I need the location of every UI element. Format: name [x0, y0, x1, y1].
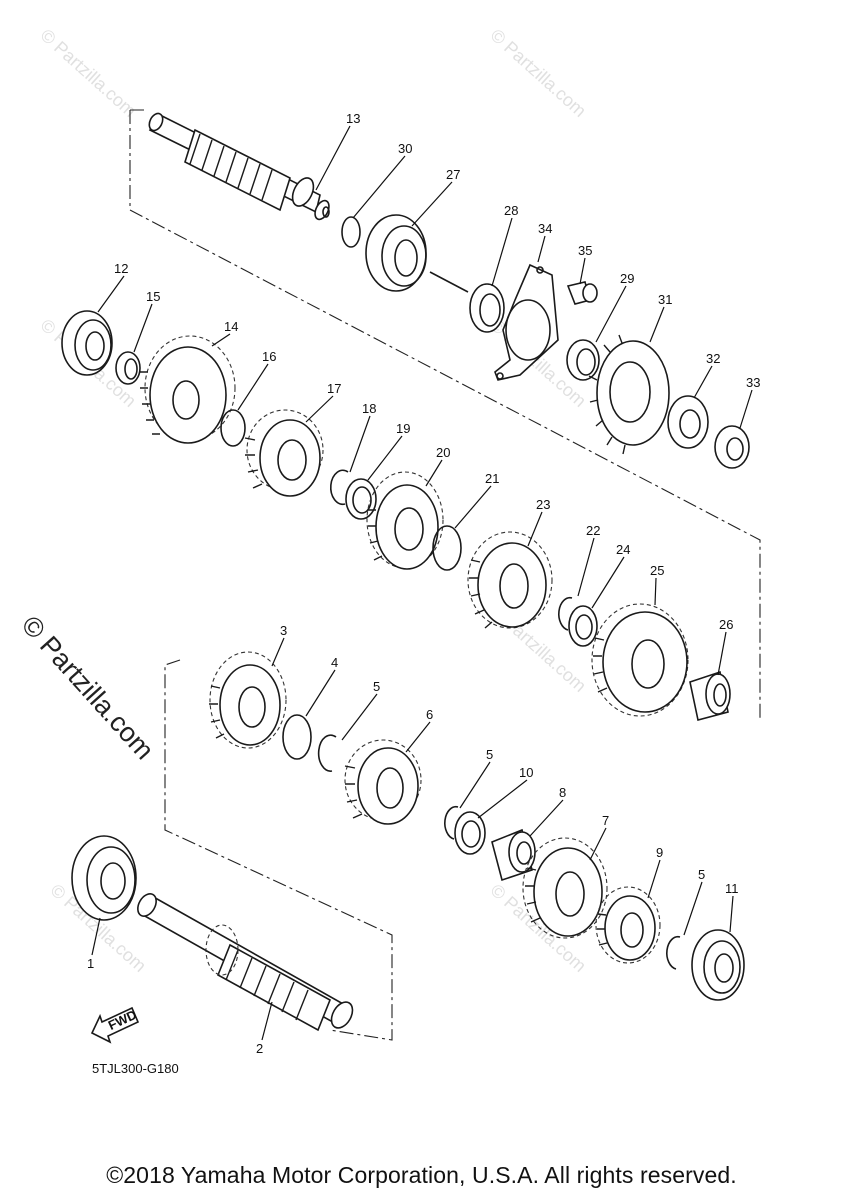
- circlip-5[interactable]: [666, 935, 681, 970]
- bolt[interactable]: [566, 281, 598, 305]
- gear-17[interactable]: [244, 409, 324, 497]
- gear-9[interactable]: [595, 886, 661, 964]
- bushing-8[interactable]: [491, 828, 536, 882]
- callout-27: 27: [446, 167, 460, 182]
- oil-seal[interactable]: [469, 283, 505, 333]
- callout-14: 14: [224, 319, 238, 334]
- callout-17: 17: [327, 381, 341, 396]
- washer-19[interactable]: [345, 478, 377, 520]
- callout-2: 2: [256, 1041, 263, 1056]
- leader-lines: [91, 125, 753, 1041]
- callout-16: 16: [262, 349, 276, 364]
- callout-20: 20: [436, 445, 450, 460]
- retainer-plate[interactable]: [494, 263, 559, 381]
- callout-12: 12: [114, 261, 128, 276]
- callout-1: 1: [87, 956, 94, 971]
- callout-11: 11: [725, 881, 739, 896]
- copyright-notice: ©2018 Yamaha Motor Corporation, U.S.A. A…: [106, 1162, 737, 1188]
- gear-6[interactable]: [344, 739, 422, 825]
- washer-16[interactable]: [220, 409, 246, 447]
- callout-35: 35: [578, 243, 592, 258]
- gear-20[interactable]: [366, 471, 444, 570]
- callout-32: 32: [706, 351, 720, 366]
- callout-33: 33: [746, 375, 760, 390]
- drive-axle-shaft[interactable]: [134, 891, 357, 1032]
- callout-9: 9: [656, 845, 663, 860]
- bearing-27[interactable]: [365, 214, 427, 292]
- callout-25: 25: [650, 563, 664, 578]
- bearing-12[interactable]: [61, 310, 113, 376]
- callout-15: 15: [146, 289, 160, 304]
- circlip-5[interactable]: [317, 734, 337, 772]
- bushing-26[interactable]: [689, 670, 731, 721]
- callout-23: 23: [536, 497, 550, 512]
- callout-5: 5: [373, 679, 380, 694]
- diagram-code: 5TJL300-G180: [92, 1061, 179, 1076]
- callout-34: 34: [538, 221, 552, 236]
- collar-29[interactable]: [566, 339, 600, 381]
- bushing-15[interactable]: [115, 351, 141, 385]
- callout-28: 28: [504, 203, 518, 218]
- callout-31: 31: [658, 292, 672, 307]
- callout-18: 18: [362, 401, 376, 416]
- callout-8: 8: [559, 785, 566, 800]
- gear-23[interactable]: [467, 531, 553, 629]
- callout-22: 22: [586, 523, 600, 538]
- circlip-18[interactable]: [329, 469, 349, 506]
- callout-29: 29: [620, 271, 634, 286]
- o-ring[interactable]: [341, 216, 361, 248]
- bearing-11[interactable]: [691, 929, 745, 1001]
- nut[interactable]: [714, 425, 750, 469]
- gear-14[interactable]: [140, 335, 236, 444]
- callout-numbers: 13 30 27 28 34 35 29 31 32 33 12 15 14 1…: [87, 111, 760, 1056]
- bearing-1[interactable]: [71, 835, 137, 921]
- callout-7: 7: [602, 813, 609, 828]
- lock-washer[interactable]: [667, 395, 709, 449]
- upper-assembly-boundary: [129, 109, 761, 720]
- gear-3[interactable]: [209, 651, 287, 749]
- callout-19: 19: [396, 421, 410, 436]
- circlip-22[interactable]: [558, 596, 573, 631]
- callout-3: 3: [280, 623, 287, 638]
- washer-4[interactable]: [282, 714, 312, 760]
- washer-10[interactable]: [454, 811, 486, 855]
- callout-26: 26: [719, 617, 733, 632]
- callout-24: 24: [616, 542, 630, 557]
- main-axle-shaft[interactable]: [147, 111, 332, 221]
- callout-30: 30: [398, 141, 412, 156]
- callout-4: 4: [331, 655, 338, 670]
- callout-10: 10: [519, 765, 533, 780]
- callout-21: 21: [485, 471, 499, 486]
- callout-5: 5: [486, 747, 493, 762]
- washer-24[interactable]: [568, 605, 598, 647]
- callout-6: 6: [426, 707, 433, 722]
- drive-sprocket[interactable]: [588, 334, 670, 455]
- washer-21[interactable]: [432, 525, 462, 571]
- callout-5: 5: [698, 867, 705, 882]
- callout-13: 13: [346, 111, 360, 126]
- circlip-5[interactable]: [444, 805, 459, 840]
- fwd-arrow-icon: FWD: [90, 1007, 140, 1044]
- gear-25[interactable]: [591, 603, 689, 717]
- lower-assembly-boundary: [164, 659, 393, 1041]
- gear-7[interactable]: [522, 837, 608, 939]
